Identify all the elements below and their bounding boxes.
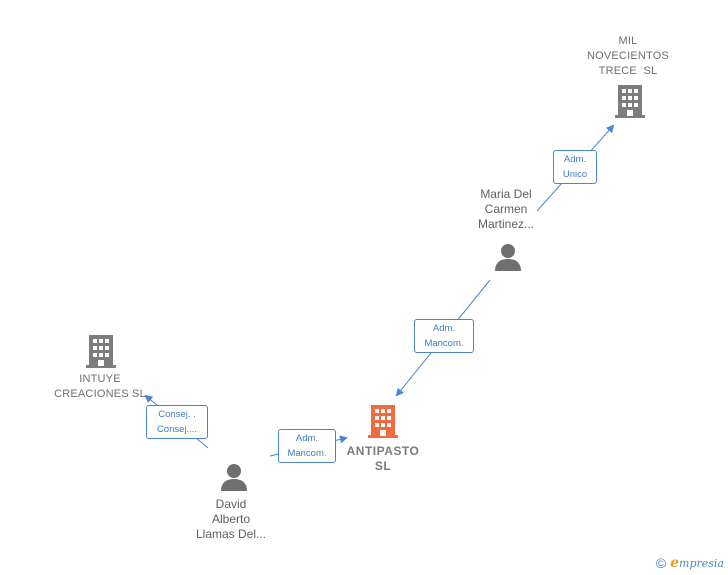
edge-label-adm-mancom-david[interactable]: Adm. Mancom.: [278, 429, 336, 463]
edge-label-line: Unico: [562, 169, 588, 180]
person-label-maria[interactable]: Maria Del Carmen Martinez...: [456, 187, 556, 232]
label-line: NOVECIENTOS: [586, 50, 670, 62]
person-label-david[interactable]: David Alberto Llamas Del...: [181, 497, 281, 542]
copyright-icon: ©: [655, 555, 667, 571]
label-line: Alberto: [211, 512, 251, 526]
company-label-intuye[interactable]: INTUYE CREACIONES SL: [46, 372, 154, 402]
company-label-antipasto[interactable]: ANTIPASTO SL: [333, 444, 433, 474]
edge-label-line: Adm.: [563, 154, 587, 165]
label-line: MIL: [618, 35, 638, 47]
edge-label-line: Consej....: [156, 424, 198, 435]
brand-name: mpresia: [679, 556, 724, 570]
edge-label-line: Adm.: [432, 323, 456, 334]
building-icon[interactable]: [86, 335, 116, 368]
label-line: David: [215, 497, 247, 511]
label-line: CREACIONES SL: [54, 388, 146, 400]
edge-label-line: Mancom.: [287, 448, 327, 459]
brand-footer: © e mpresia: [656, 555, 724, 571]
label-line: TRECE SL: [598, 65, 658, 77]
building-icon[interactable]: [615, 85, 645, 118]
edge-label-adm-mancom-maria[interactable]: Adm. Mancom.: [414, 319, 474, 353]
label-line: SL: [374, 459, 392, 473]
edge-label-consej[interactable]: Consej. . Consej....: [146, 405, 208, 439]
label-line: ANTIPASTO: [346, 444, 420, 458]
company-label-mil-novecientos[interactable]: MIL NOVECIENTOS TRECE SL: [578, 34, 678, 79]
edge-label-adm-unico[interactable]: Adm. Unico: [553, 150, 597, 184]
building-icon[interactable]: [368, 405, 398, 438]
brand-initial: e: [670, 555, 680, 571]
edge-label-line: Mancom.: [424, 338, 464, 349]
label-line: INTUYE: [79, 373, 121, 385]
label-line: Martinez...: [477, 217, 534, 231]
label-line: Maria Del: [480, 187, 532, 201]
edge-label-line: Adm.: [295, 433, 319, 444]
edge-label-line: Consej. .: [158, 409, 196, 420]
label-line: Llamas Del...: [195, 527, 267, 541]
label-line: Carmen: [484, 202, 528, 216]
person-icon[interactable]: [495, 244, 521, 271]
person-icon[interactable]: [221, 464, 247, 491]
